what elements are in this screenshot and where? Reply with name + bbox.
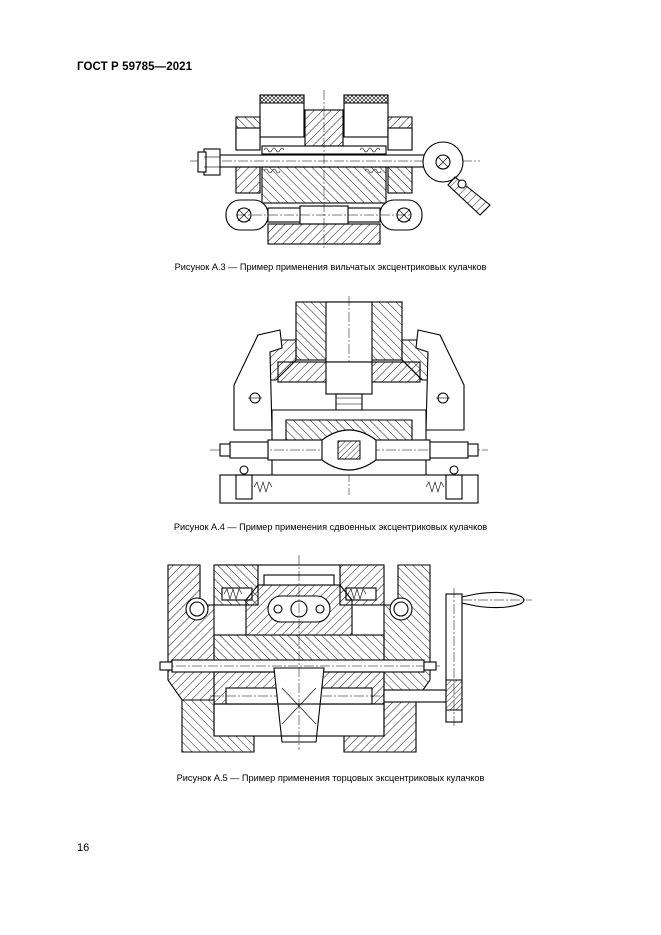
page-header-standard: ГОСТ Р 59785—2021 (77, 61, 193, 73)
figure-a5-drawing (159, 555, 532, 753)
figure-a3-drawing (190, 90, 491, 250)
figure-a4-caption: Рисунок А.4 — Пример применения сдвоенны… (173, 522, 488, 532)
figure-a3-caption: Рисунок А.3 — Пример применения вильчаты… (174, 262, 487, 272)
figure-a4-drawing (210, 296, 488, 504)
figure-a5-caption: Рисунок А.5 — Пример применения торцовых… (176, 773, 485, 783)
page-number: 16 (77, 842, 90, 854)
